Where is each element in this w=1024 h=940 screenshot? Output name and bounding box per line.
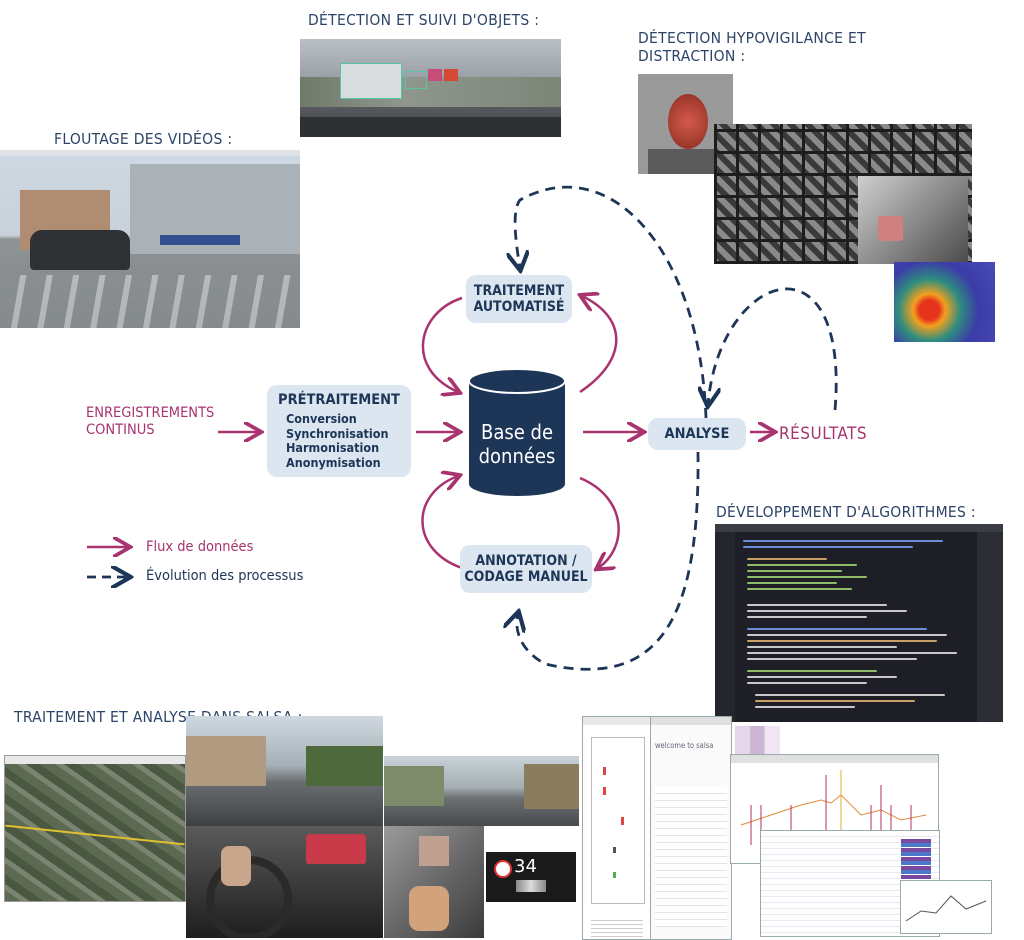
process-evolution-arrows bbox=[515, 185, 838, 671]
pretraitement-box: PRÉTRAITEMENT Conversion Synchronisation… bbox=[267, 385, 411, 477]
small-graph-window bbox=[900, 880, 992, 934]
annotation-line2: CODAGE MANUEL bbox=[464, 569, 588, 585]
legend-dashed-label: Évolution des processus bbox=[146, 568, 304, 584]
salsa-main-window: welcome to salsa bbox=[650, 716, 732, 940]
database-cylinder-icon bbox=[468, 368, 566, 496]
traitement-automatise-box: TRAITEMENT AUTOMATISÉ bbox=[466, 275, 572, 323]
traitement-line2: AUTOMATISÉ bbox=[473, 299, 565, 315]
speed-value: 34 bbox=[514, 856, 537, 877]
pretraitement-title: PRÉTRAITEMENT bbox=[278, 392, 400, 408]
title-detection-suivi: DÉTECTION ET SUIVI D'OBJETS : bbox=[308, 11, 540, 29]
arrow-traitement-to-database bbox=[421, 296, 462, 392]
front-camera-image bbox=[186, 716, 383, 826]
enregistrements-line1: ENREGISTREMENTS bbox=[86, 405, 215, 421]
dashed-arrow-analyse-to-traitement bbox=[515, 185, 708, 419]
enregistrements-line2: CONTINUS bbox=[86, 422, 155, 438]
pretraitement-item: Harmonisation bbox=[286, 440, 380, 455]
title-algorithmes: DÉVELOPPEMENT D'ALGORITHMES : bbox=[716, 503, 976, 521]
title-hypovigilance-line1: DÉTECTION HYPOVIGILANCE ET bbox=[638, 29, 866, 47]
pretraitement-item: Conversion bbox=[286, 411, 357, 426]
attention-heatmap-image bbox=[894, 262, 995, 342]
annotation-box: ANNOTATION / CODAGE MANUEL bbox=[460, 545, 592, 593]
annotation-line1: ANNOTATION / bbox=[475, 553, 577, 569]
salsa-welcome-text: welcome to salsa bbox=[655, 741, 714, 750]
database-label: Base de données bbox=[469, 420, 565, 468]
road-camera-image bbox=[384, 756, 579, 826]
code-editor-image bbox=[715, 524, 1003, 722]
driver-camera-image bbox=[384, 826, 484, 938]
arrow-database-to-traitement bbox=[580, 296, 618, 394]
driver-closeup-image bbox=[858, 176, 968, 264]
arrow-annotation-to-database bbox=[421, 476, 462, 570]
enregistrements-node: ENREGISTREMENTS CONTINUS bbox=[86, 405, 214, 439]
database-label-line2: données bbox=[478, 444, 556, 468]
data-flow-arrows bbox=[218, 296, 773, 568]
analyse-box: ANALYSE bbox=[648, 418, 746, 450]
resultats-label: RÉSULTATS bbox=[779, 424, 868, 444]
blurred-video-image bbox=[0, 150, 300, 328]
legend-solid-label: Flux de données bbox=[146, 539, 254, 555]
dashboard-camera-image bbox=[186, 826, 383, 938]
speed-display-image: 34 bbox=[486, 852, 576, 902]
title-hypovigilance-line2: DISTRACTION : bbox=[638, 47, 746, 65]
object-detection-image bbox=[300, 39, 561, 137]
map-window-image bbox=[4, 755, 186, 902]
salsa-plot-window bbox=[582, 716, 652, 940]
pretraitement-item: Synchronisation bbox=[286, 425, 389, 441]
pretraitement-item: Anonymisation bbox=[286, 454, 381, 470]
traitement-line1: TRAITEMENT bbox=[473, 283, 565, 299]
analyse-label: ANALYSE bbox=[664, 426, 730, 442]
dashed-arrow-resultats-to-analyse bbox=[708, 287, 838, 410]
arrow-database-to-annotation bbox=[579, 476, 620, 568]
database-label-line1: Base de bbox=[480, 420, 554, 444]
title-floutage: FLOUTAGE DES VIDÉOS : bbox=[54, 130, 233, 148]
